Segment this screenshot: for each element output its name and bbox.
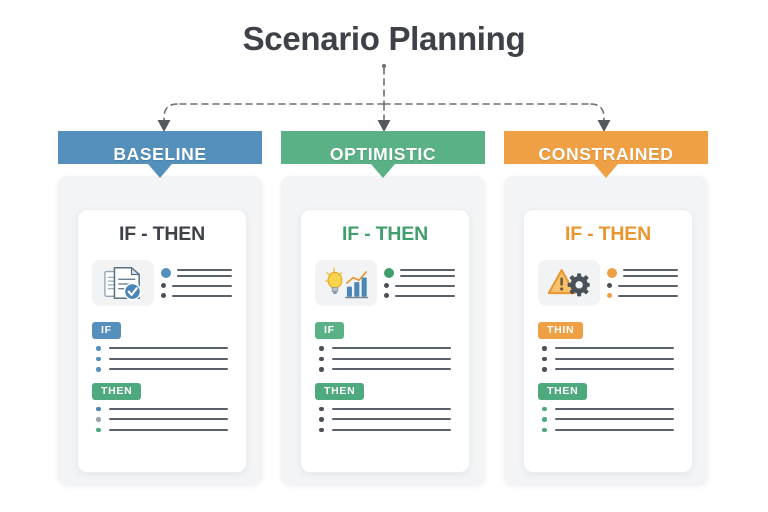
then-bullet-rows — [315, 406, 455, 432]
if-block: IF — [315, 320, 455, 372]
column-header-optimistic[interactable]: OPTIMISTIC — [281, 131, 485, 178]
bullet-row — [319, 417, 455, 422]
bullet-row — [319, 406, 455, 411]
summary-text-lines — [395, 284, 455, 287]
scenario-card-constrained[interactable]: IF - THEN — [523, 209, 693, 473]
scenario-card-baseline[interactable]: IF - THEN — [77, 209, 247, 473]
summary-item — [607, 293, 678, 298]
summary-item — [161, 293, 232, 298]
summary-text-lines — [395, 294, 455, 297]
bullet-row — [96, 367, 232, 372]
if-bullet-rows — [315, 346, 455, 372]
summary-item — [161, 268, 232, 278]
bullet-row — [542, 367, 678, 372]
summary-text-lines — [172, 294, 232, 297]
card-stack: IF - THEN — [281, 176, 485, 488]
if-block: THIN — [538, 320, 678, 372]
bullet-row — [319, 346, 455, 351]
summary-bullet-dot — [161, 283, 166, 288]
scenario-column-constrained[interactable]: CONSTRAINED IF - THEN — [504, 131, 708, 488]
card-title: IF - THEN — [342, 223, 428, 245]
bullet-row — [542, 417, 678, 422]
then-bullet-rows — [538, 406, 678, 432]
bullet-row — [96, 346, 232, 351]
summary-item — [384, 293, 455, 298]
if-badge: IF — [92, 322, 121, 339]
then-block: THEN — [538, 381, 678, 432]
if-badge: THIN — [538, 322, 584, 339]
then-badge: THEN — [92, 382, 142, 400]
card-icon-row — [92, 256, 232, 310]
summary-text-lines — [618, 284, 678, 287]
card-icon-row — [315, 256, 455, 310]
card-summary-list — [161, 268, 232, 298]
then-badge: THEN — [538, 382, 588, 400]
then-block: THEN — [315, 381, 455, 432]
header-banner-shape — [504, 131, 708, 178]
bullet-row — [319, 367, 455, 372]
bullet-row — [96, 406, 232, 411]
bullet-row — [319, 356, 455, 361]
bullet-row — [542, 346, 678, 351]
card-stack: IF - THEN — [58, 176, 262, 488]
column-header-label: CONSTRAINED — [538, 144, 674, 164]
scenario-columns: BASELINE IF - THEN — [0, 131, 768, 491]
card-title: IF - THEN — [119, 223, 205, 245]
bullet-row — [542, 406, 678, 411]
summary-bullet-dot — [607, 268, 617, 278]
summary-bullet-dot — [161, 268, 171, 278]
summary-bullet-dot — [384, 268, 394, 278]
if-bullet-rows — [538, 346, 678, 372]
then-block: THEN — [92, 381, 232, 432]
column-header-label: BASELINE — [113, 144, 207, 164]
summary-bullet-dot — [384, 293, 389, 298]
summary-bullet-dot — [384, 283, 389, 288]
card-summary-list — [384, 268, 455, 298]
card-icon-row — [538, 256, 678, 310]
summary-item — [384, 283, 455, 288]
column-header-constrained[interactable]: CONSTRAINED — [504, 131, 708, 178]
header-banner-shape — [281, 131, 485, 178]
column-header-label: OPTIMISTIC — [329, 144, 437, 164]
summary-text-lines — [400, 269, 455, 277]
scenario-column-optimistic[interactable]: OPTIMISTIC IF - THEN — [281, 131, 485, 488]
bullet-row — [319, 427, 455, 432]
summary-item — [607, 283, 678, 288]
summary-text-lines — [177, 269, 232, 277]
documents-check-icon — [92, 260, 154, 306]
column-header-baseline[interactable]: BASELINE — [58, 131, 262, 178]
summary-text-lines — [623, 269, 678, 277]
bullet-row — [96, 356, 232, 361]
summary-bullet-dot — [607, 293, 612, 298]
summary-bullet-dot — [161, 293, 166, 298]
then-badge: THEN — [315, 382, 365, 400]
summary-text-lines — [618, 294, 678, 297]
card-title: IF - THEN — [565, 223, 651, 245]
summary-text-lines — [172, 284, 232, 287]
card-stack: IF - THEN — [504, 176, 708, 488]
summary-bullet-dot — [607, 283, 612, 288]
scenario-column-baseline[interactable]: BASELINE IF - THEN — [58, 131, 262, 488]
then-bullet-rows — [92, 406, 232, 432]
page-title: Scenario Planning — [242, 20, 526, 57]
header-banner-shape — [58, 131, 262, 178]
lightbulb-chart-icon — [315, 260, 377, 306]
card-summary-list — [607, 268, 678, 298]
bullet-row — [542, 356, 678, 361]
warning-gear-icon — [538, 260, 600, 306]
if-badge: IF — [315, 322, 344, 339]
summary-item — [161, 283, 232, 288]
if-block: IF — [92, 320, 232, 372]
if-bullet-rows — [92, 346, 232, 372]
bullet-row — [96, 417, 232, 422]
summary-item — [384, 268, 455, 278]
scenario-card-optimistic[interactable]: IF - THEN — [300, 209, 470, 473]
summary-item — [607, 268, 678, 278]
bullet-row — [542, 427, 678, 432]
bullet-row — [96, 427, 232, 432]
